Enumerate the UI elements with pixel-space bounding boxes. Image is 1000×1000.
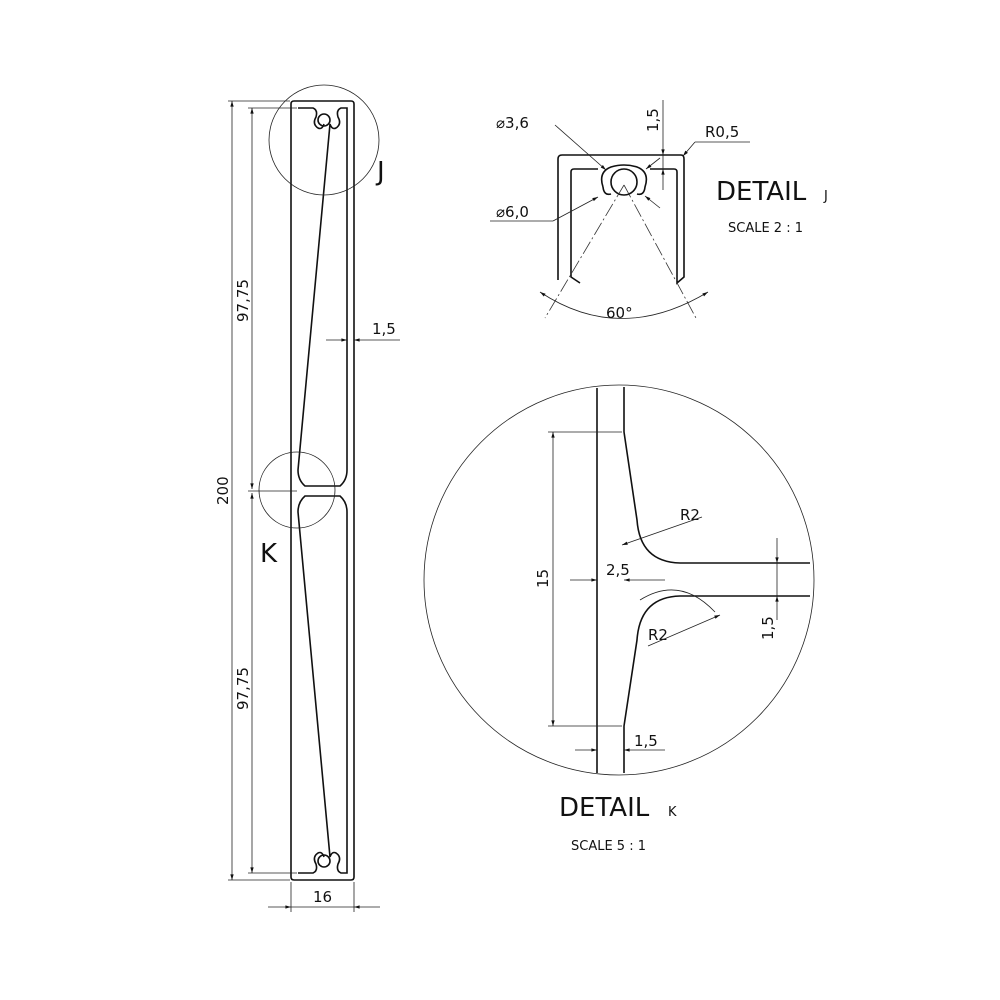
dim-inner-dia: ⌀3,6 [496, 114, 529, 132]
profile-inner-top [297, 107, 348, 487]
detail-k-letter: K [668, 805, 677, 820]
detail-j-profile [557, 154, 685, 285]
dim-wall: 1,5 [372, 320, 396, 338]
detail-j: 60° ⌀3,6 ⌀6,0 1,5 R0,5 DETAIL J SCALE 2 … [490, 100, 828, 322]
detail-j-scale: SCALE 2 : 1 [728, 221, 803, 236]
detail-k-title: DETAIL [559, 793, 650, 823]
dim-width: 16 [313, 888, 332, 906]
profile-outer [290, 100, 355, 881]
dim-wall-k: 1,5 [634, 732, 658, 750]
detail-k-scale: SCALE 5 : 1 [571, 839, 646, 854]
main-view: J K 200 97,75 97,75 1,5 16 [214, 84, 400, 912]
dim-web: 2,5 [606, 561, 630, 579]
detail-k: R2 R2 15 2,5 1,5 1,5 DETAIL K SCALE 5 : … [423, 384, 815, 854]
dim-thickness: 1,5 [644, 108, 662, 132]
detail-j-title: DETAIL [716, 177, 807, 207]
dim-outer-dia: ⌀6,0 [496, 203, 529, 221]
clip-hole-top [317, 113, 331, 127]
detail-circle-k [258, 451, 336, 529]
dim-half-bottom: 97,75 [234, 667, 252, 710]
dim-height: 15 [534, 569, 552, 588]
dim-flange: 1,5 [759, 616, 777, 640]
detail-k-boundary [423, 384, 815, 776]
label-k: K [260, 539, 278, 569]
detail-j-letter: J [823, 189, 828, 204]
dim-total-length: 200 [214, 476, 232, 505]
detail-circle-j [268, 84, 380, 196]
profile-inner-bottom [297, 495, 348, 874]
dim-half-top: 97,75 [234, 279, 252, 322]
dim-angle: 60° [606, 304, 633, 322]
clip-hole-bottom [317, 854, 331, 868]
label-j: J [375, 157, 385, 187]
dim-radius: R0,5 [705, 123, 739, 141]
